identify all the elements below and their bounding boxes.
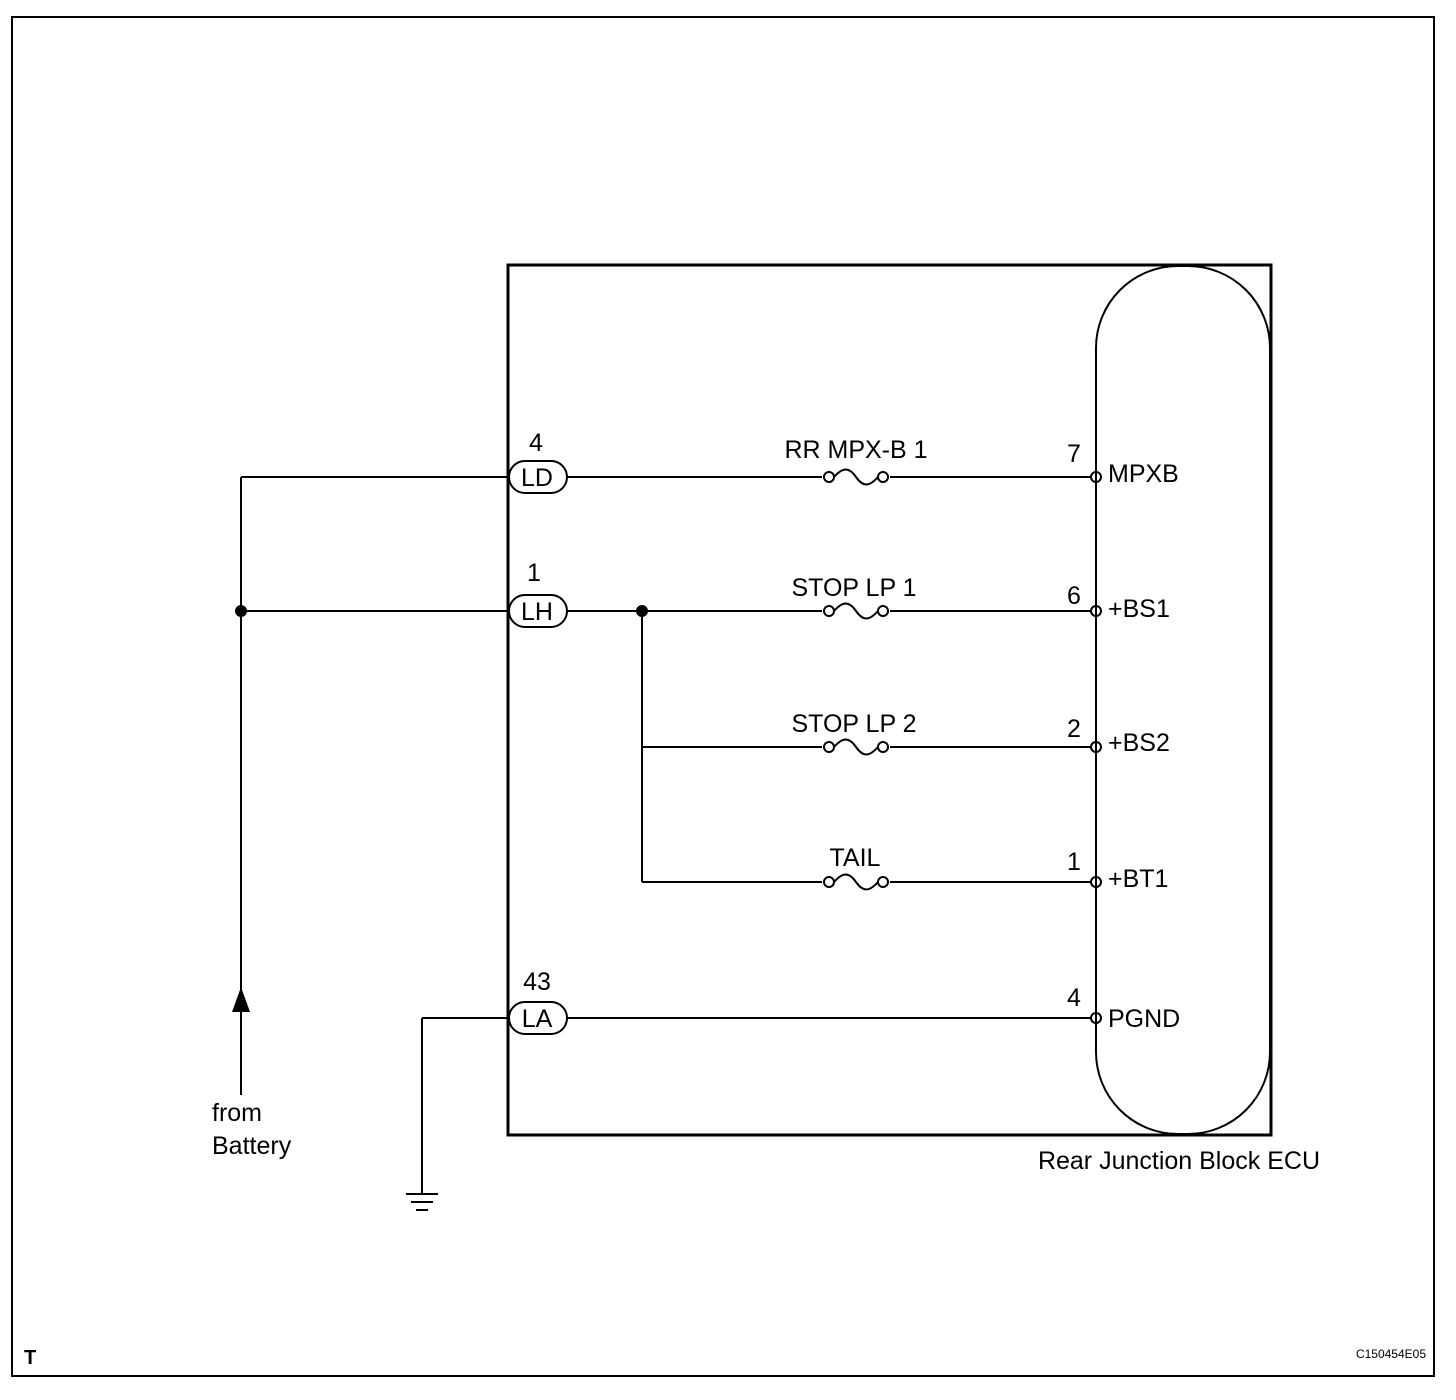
connector-ld-pin: 4 [529, 429, 543, 457]
terminal-bt1-pin: 1 [1067, 848, 1081, 876]
figure-code: C150454E05 [1356, 1347, 1426, 1361]
battery-label-line2: Battery [212, 1132, 292, 1160]
terminal-mpxb [1090, 471, 1102, 483]
terminal-bs2-name: +BS2 [1108, 729, 1170, 757]
ecu-label: Rear Junction Block ECU [1038, 1147, 1320, 1175]
fuse-rr-mpx-b-1 [822, 467, 890, 487]
terminal-bs2 [1090, 741, 1102, 753]
page-frame [11, 16, 1435, 1377]
corner-mark: T [24, 1347, 36, 1369]
terminal-pgnd-pin: 4 [1067, 984, 1081, 1012]
connector-la-pin: 43 [523, 968, 551, 996]
terminal-pgnd-name: PGND [1108, 1005, 1180, 1033]
fuse-label-stop-lp-2: STOP LP 2 [791, 710, 916, 738]
fuse-label-rr-mpx-b-1: RR MPX-B 1 [784, 436, 927, 464]
terminal-bt1 [1090, 876, 1102, 888]
fuse-label-tail: TAIL [830, 844, 881, 872]
connector-lh-pin: 1 [527, 559, 541, 587]
fuse-stop-lp-2 [822, 737, 890, 757]
battery-label-line1: from [212, 1099, 262, 1127]
connector-ld-code: LD [521, 464, 553, 492]
connector-la-code: LA [522, 1005, 553, 1033]
terminal-bs1 [1090, 605, 1102, 617]
terminal-pgnd [1090, 1012, 1102, 1024]
fuse-tail [822, 872, 890, 892]
terminal-mpxb-name: MPXB [1108, 460, 1179, 488]
terminal-bs1-name: +BS1 [1108, 595, 1170, 623]
battery-arrow-icon [232, 987, 250, 1012]
fuse-stop-lp-1 [822, 601, 890, 621]
terminal-bs2-pin: 2 [1067, 715, 1081, 743]
terminal-bt1-name: +BT1 [1108, 865, 1168, 893]
junction-dot-left [235, 605, 247, 617]
fuse-label-stop-lp-1: STOP LP 1 [791, 574, 916, 602]
ground-symbol-icon [406, 1193, 438, 1211]
ecu-module-outline [1095, 265, 1271, 1135]
terminal-bs1-pin: 6 [1067, 582, 1081, 610]
connector-lh-code: LH [521, 598, 553, 626]
terminal-mpxb-pin: 7 [1067, 440, 1081, 468]
